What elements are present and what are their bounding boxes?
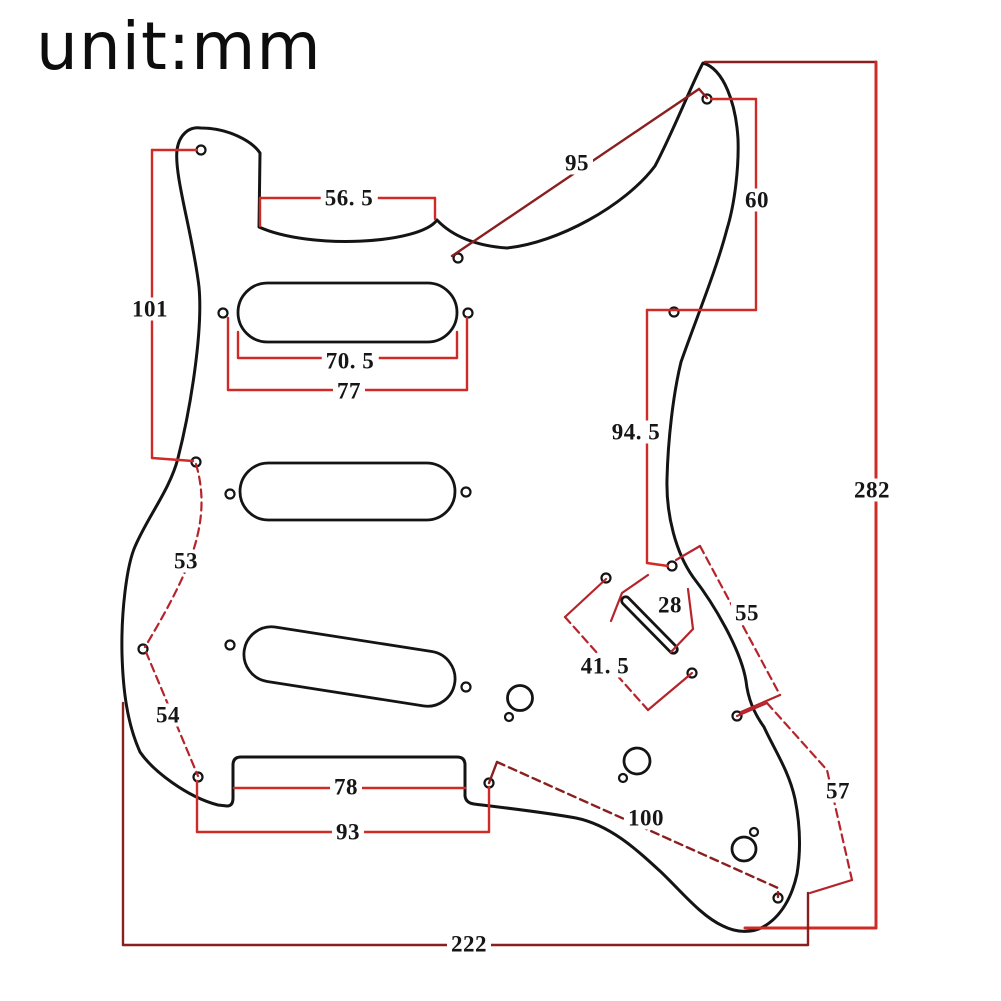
dim-label-70-5: 70. 5 (321, 349, 379, 373)
dim-222-lines (121, 701, 810, 947)
middle-pickup-cutout (238, 461, 457, 522)
dim-label-100: 100 (624, 806, 668, 830)
screw-hole (224, 488, 236, 500)
pot-hole (622, 746, 652, 776)
dim-label-57: 57 (822, 779, 854, 803)
dim-95-lines (450, 87, 709, 258)
screw-hole (452, 252, 464, 264)
screw-hole (460, 681, 472, 693)
dim-label-41-5: 41. 5 (576, 654, 634, 678)
dim-label-95: 95 (561, 151, 593, 175)
dim-label-53: 53 (170, 549, 202, 573)
dim-label-101: 101 (128, 297, 172, 321)
screw-hole (503, 711, 515, 723)
dim-label-54: 54 (152, 703, 184, 727)
dim-label-55: 55 (731, 601, 763, 625)
dim-57-lines (735, 701, 854, 895)
dim-label-94-5: 94. 5 (607, 420, 665, 444)
pot-hole (506, 684, 534, 712)
dim-41-5-lines (563, 577, 694, 712)
dim-60-lines (645, 97, 758, 312)
unit-label: unit:mm (36, 8, 322, 85)
dim-label-60: 60 (741, 188, 773, 212)
neck-pickup-cutout (236, 281, 459, 344)
dim-label-77: 77 (333, 379, 365, 403)
dim-label-78: 78 (330, 775, 362, 799)
dim-28-lines (609, 573, 695, 654)
screw-hole (460, 486, 472, 498)
bridge-pickup-cutout (242, 625, 457, 708)
screw-hole (217, 307, 229, 319)
dim-label-222: 222 (447, 932, 491, 956)
dim-100-lines (487, 760, 780, 899)
selector-switch-slot (620, 595, 679, 655)
screw-holes (137, 93, 784, 904)
screw-hole (224, 639, 236, 651)
dim-label-28: 28 (654, 593, 686, 617)
dim-label-93: 93 (332, 820, 364, 844)
dim-label-56-5: 56. 5 (320, 186, 378, 210)
screw-hole (748, 826, 760, 838)
screw-hole (617, 772, 629, 784)
screw-hole (462, 307, 474, 319)
pot-hole (730, 835, 758, 863)
dim-label-282: 282 (850, 478, 894, 502)
pickguard-outline (120, 61, 801, 933)
